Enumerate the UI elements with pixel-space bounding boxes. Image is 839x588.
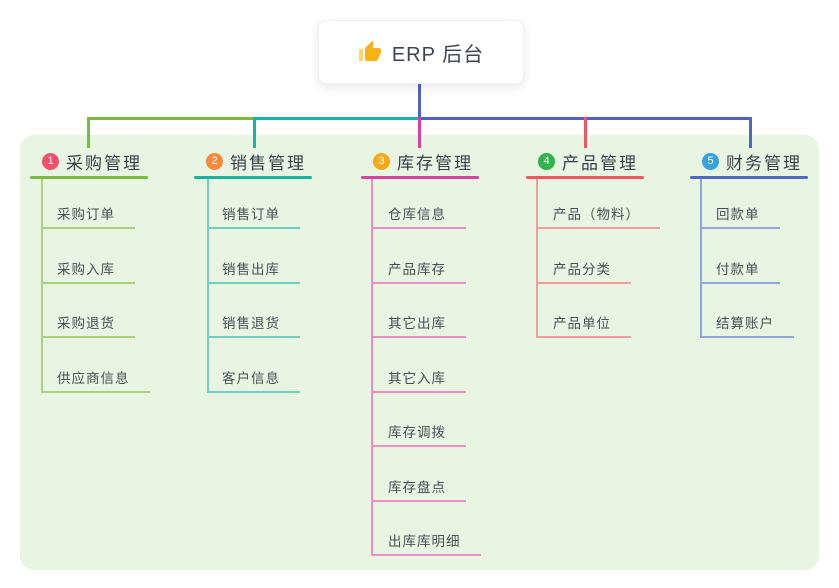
branch-children-line [41, 179, 43, 393]
child-node[interactable]: 销售退货 [207, 311, 300, 338]
branch-children-line [700, 179, 702, 338]
branch-underline [526, 176, 644, 179]
branch-label: 库存管理 [397, 153, 473, 173]
branch-children-line [536, 179, 538, 338]
child-node[interactable]: 其它出库 [371, 311, 466, 338]
child-label: 采购退货 [57, 316, 115, 331]
child-label: 采购入库 [57, 262, 115, 277]
child-label: 产品库存 [388, 262, 446, 277]
child-label: 客户信息 [222, 371, 280, 386]
child-label: 销售退货 [222, 316, 280, 331]
child-label: 仓库信息 [388, 207, 446, 222]
child-node[interactable]: 库存盘点 [371, 475, 466, 502]
child-node[interactable]: 产品库存 [371, 257, 466, 284]
child-label: 付款单 [716, 262, 760, 277]
branch-badge: 3 [373, 152, 390, 170]
branch-underline [690, 176, 808, 179]
branch-underline [194, 176, 312, 179]
branch-label: 采购管理 [66, 153, 142, 173]
child-node[interactable]: 产品（物料） [536, 202, 660, 229]
branch-badge: 1 [42, 152, 59, 170]
branch-node-inventory[interactable]: 3 库存管理 [373, 149, 473, 173]
branch-node-finance[interactable]: 5 财务管理 [702, 149, 802, 173]
child-node[interactable]: 销售订单 [207, 202, 300, 229]
branch-badge: 5 [702, 152, 719, 170]
child-node[interactable]: 回款单 [700, 202, 780, 229]
branch-children-line [371, 179, 373, 556]
child-label: 产品分类 [553, 262, 611, 277]
root-label: ERP 后台 [391, 43, 485, 66]
child-node[interactable]: 产品单位 [536, 311, 631, 338]
child-label: 产品（物料） [553, 207, 640, 222]
branch-drop-connector [253, 117, 256, 148]
child-label: 库存调拨 [388, 425, 446, 440]
branch-label: 财务管理 [726, 153, 802, 173]
child-node[interactable]: 采购入库 [41, 257, 135, 284]
child-label: 供应商信息 [57, 371, 130, 386]
child-node[interactable]: 库存调拨 [371, 420, 466, 447]
branch-underline [361, 176, 479, 179]
branch-node-sales[interactable]: 2 销售管理 [206, 149, 306, 173]
child-label: 产品单位 [553, 316, 611, 331]
child-node[interactable]: 仓库信息 [371, 202, 466, 229]
child-label: 库存盘点 [388, 480, 446, 495]
root-stem-connector [418, 82, 421, 118]
branch-label: 产品管理 [562, 153, 638, 173]
child-node[interactable]: 付款单 [700, 257, 780, 284]
horizontal-connector-teal [253, 117, 419, 120]
branch-drop-connector [749, 117, 752, 148]
branch-badge: 2 [206, 152, 223, 170]
child-node[interactable]: 出库库明细 [371, 529, 481, 556]
child-node[interactable]: 供应商信息 [41, 366, 150, 393]
child-node[interactable]: 销售出库 [207, 257, 300, 284]
child-node[interactable]: 采购订单 [41, 202, 135, 229]
branch-label: 销售管理 [230, 153, 306, 173]
child-label: 回款单 [716, 207, 760, 222]
branch-drop-connector [418, 117, 421, 148]
child-label: 其它入库 [388, 371, 446, 386]
child-label: 结算账户 [716, 316, 774, 331]
child-node[interactable]: 采购退货 [41, 311, 135, 338]
thumbs-up-icon [358, 41, 381, 61]
child-label: 其它出库 [388, 316, 446, 331]
branch-drop-connector [87, 117, 90, 148]
child-node[interactable]: 结算账户 [700, 311, 794, 338]
child-label: 销售订单 [222, 207, 280, 222]
branch-node-product[interactable]: 4 产品管理 [538, 149, 638, 173]
root-node[interactable]: ERP 后台 [318, 20, 524, 84]
branches-panel [20, 135, 819, 570]
child-node[interactable]: 产品分类 [536, 257, 631, 284]
horizontal-connector-green [87, 117, 255, 120]
branch-drop-connector [584, 117, 587, 148]
child-label: 销售出库 [222, 262, 280, 277]
branch-children-line [207, 179, 209, 393]
child-label: 出库库明细 [388, 534, 461, 549]
child-node[interactable]: 客户信息 [207, 366, 300, 393]
branch-badge: 4 [538, 152, 555, 170]
branch-node-purchase[interactable]: 1 采购管理 [42, 149, 142, 173]
branch-underline [30, 176, 148, 179]
child-node[interactable]: 其它入库 [371, 366, 466, 393]
child-label: 采购订单 [57, 207, 115, 222]
